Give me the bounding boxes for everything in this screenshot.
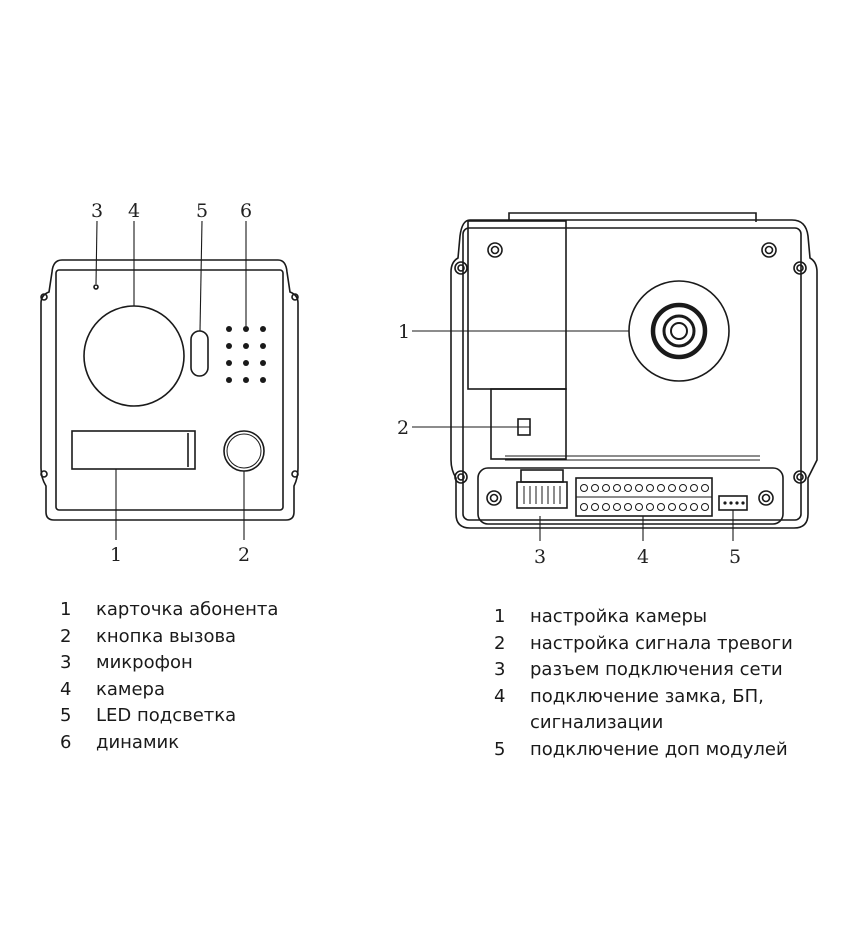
back-callout-4: 4 [637,546,649,568]
front-screw-bl [40,470,48,478]
legend-item: 6 динамик [60,730,390,757]
led-light [190,330,209,377]
legend-item: 1 настройка камеры [494,604,834,631]
legend-item: 5 подключение доп модулей [494,737,834,764]
front-panel-outer [40,259,299,521]
legend-text: карточка абонента [96,599,279,620]
legend-text: настройка камеры [530,606,708,627]
legend-number: 2 [494,632,506,654]
legend-number: 3 [494,659,506,680]
legend-text: камера [96,678,166,700]
call-button [223,430,265,472]
legend-item: 2 настройка сигнала тревоги [494,631,834,658]
legend-text: кнопка вызова [96,625,237,647]
speaker-grille [226,326,266,383]
camera-adjust [628,280,730,382]
back-callout-5: 5 [729,546,741,568]
front-callout-1: 1 [110,544,122,566]
camera-lens [83,305,185,407]
legend-text: подключение доп модулей [530,738,788,760]
front-callout-2: 2 [238,544,250,566]
legend-number: 5 [60,705,72,726]
legend-number: 4 [60,678,72,700]
legend-text: динамик [96,731,180,753]
back-callout-1: 1 [398,321,410,343]
legend-text: микрофон [96,652,193,673]
front-callout-3: 3 [91,200,103,222]
legend-item: 4 камера [60,677,390,704]
back-callout-2: 2 [397,417,409,439]
legend-number: 4 [494,685,506,707]
legend-item: 3 микрофон [60,650,390,677]
legend-item: 1 карточка абонента [60,597,390,624]
back-screws [454,242,807,506]
terminal-screws [580,484,709,511]
microphone-hole [93,284,99,290]
legend-item: 3 разъем подключения сети [494,657,834,684]
legend-number: 5 [494,738,506,760]
legend-text: LED подсветка [96,705,237,726]
pcb-board [467,220,567,390]
front-screw-tl [40,293,48,301]
legend-number: 1 [494,606,506,627]
front-panel-inner [55,269,284,511]
front-screw-br [291,470,299,478]
legend-text: настройка сигнала тревоги [530,632,793,654]
back-callout-3: 3 [534,546,546,568]
back-legend: 1 настройка камеры 2 настройка сигнала тре… [494,604,834,763]
front-callout-6: 6 [240,200,252,222]
connector-bay [477,467,784,525]
back-panel-outer [450,219,818,529]
legend-item: 5 LED подсветка [60,703,390,730]
back-panel-inner [462,227,802,521]
front-callout-4: 4 [128,200,140,222]
legend-number: 6 [60,731,72,753]
front-callout-5: 5 [196,200,208,222]
legend-number: 2 [60,625,72,647]
front-legend: 1 карточка абонента 2 кнопка вызова 3 микро… [60,597,390,756]
front-screw-tr [291,293,299,301]
legend-number: 3 [60,652,72,673]
legend-item: 4 подключение замка, БП, сигнализации [494,684,834,737]
legend-item: 2 кнопка вызова [60,624,390,651]
legend-text: подключение замка, БП, сигнализации [530,685,764,734]
back-panel [412,212,818,541]
front-panel [40,220,299,540]
legend-number: 1 [60,599,72,620]
name-card [71,430,196,470]
legend-text: разъем подключения сети [530,659,783,680]
